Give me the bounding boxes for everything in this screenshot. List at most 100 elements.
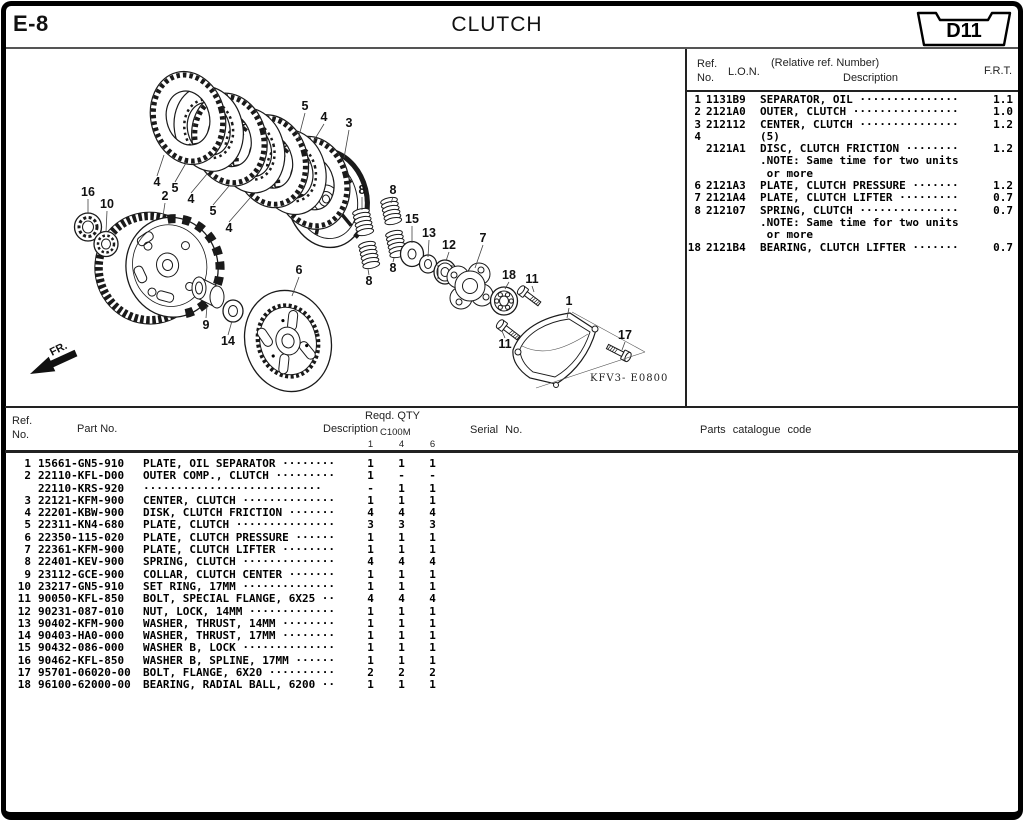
- cell: CENTER, CLUTCH ···············: [760, 118, 959, 131]
- cell: 1: [367, 530, 374, 544]
- callout-6: 6: [296, 263, 303, 277]
- cell: NUT, LOCK, 14MM ·············: [143, 605, 336, 618]
- cell: 4: [367, 506, 374, 520]
- qty-col-6: 6: [429, 439, 436, 450]
- clutch-spring-part8: [358, 240, 381, 270]
- cell: 2: [398, 666, 405, 680]
- cell: PLATE, CLUTCH ···············: [143, 519, 336, 532]
- cell: 1: [367, 616, 374, 630]
- set-ring-part10: [93, 230, 119, 258]
- parts-col-description: Description: [323, 423, 379, 435]
- cell: 22401-KEV-900: [38, 555, 125, 569]
- cell: 1: [398, 493, 405, 507]
- cell: 8: [694, 203, 701, 217]
- cell: 0.7: [993, 203, 1013, 217]
- cell: 11: [17, 592, 31, 606]
- cell: 90403-HA0-000: [38, 629, 125, 643]
- cell: .NOTE: Same time for two units: [760, 155, 959, 168]
- qty-col-1: 1: [367, 439, 374, 450]
- cell: 1: [429, 493, 436, 507]
- cell: 1: [398, 543, 405, 557]
- bearing-part18: [489, 286, 519, 316]
- fr-direction-arrow: FR.: [30, 340, 78, 374]
- cell: 3: [694, 117, 701, 131]
- cell: 1: [398, 457, 405, 470]
- diagram-code: D11: [946, 20, 982, 42]
- callout-11: 11: [498, 337, 511, 351]
- cell: 1: [429, 678, 436, 692]
- cell: (5): [760, 130, 780, 143]
- cell: 22110-KRS-920: [38, 481, 125, 495]
- cell: 22350-115-020: [38, 530, 125, 544]
- cell: 18: [17, 678, 31, 692]
- ref-table-row: or more: [685, 229, 1018, 241]
- callout-10: 10: [100, 197, 114, 211]
- cell: 0.7: [993, 191, 1013, 205]
- callout-9: 9: [203, 318, 210, 332]
- cell: CENTER, CLUTCH ··············: [143, 494, 336, 507]
- cell: WASHER B, LOCK ··············: [143, 642, 336, 655]
- cell: PLATE, CLUTCH LIFTER ········: [143, 544, 336, 557]
- cell: .NOTE: Same time for two units: [760, 216, 959, 229]
- flange-bolt-part17: [604, 341, 633, 364]
- cell: 1: [367, 457, 374, 470]
- diagram-ref-divider: [685, 49, 687, 406]
- callout-13: 13: [422, 226, 436, 240]
- cell: 2: [694, 105, 701, 119]
- callout-5: 5: [302, 99, 309, 113]
- cell: 13: [17, 616, 31, 630]
- cell: 4: [24, 506, 31, 520]
- cell: BOLT, FLANGE, 6X20 ··········: [143, 667, 336, 680]
- cell: 2121A1: [706, 142, 746, 156]
- cell: [985, 217, 1013, 229]
- page-code: E-8: [13, 11, 49, 36]
- cell: 10: [17, 579, 31, 593]
- cell: 212107: [706, 203, 746, 217]
- cell: 1: [398, 678, 405, 692]
- cell: WASHER, THRUST, 14MM ········: [143, 617, 336, 630]
- cell: 9: [24, 567, 31, 581]
- cell: 1: [694, 93, 701, 106]
- cell: 15: [17, 641, 31, 655]
- cell: SPRING, CLUTCH ··············: [143, 556, 336, 569]
- disc-stack-parts4-5: [149, 70, 351, 230]
- cell: 1: [429, 530, 436, 544]
- cell: 2121A4: [706, 191, 746, 205]
- cell: 6: [694, 179, 701, 193]
- cell: 23112-GCE-900: [38, 567, 125, 581]
- cell: 90462-KFL-850: [38, 653, 125, 667]
- callout-1: 1: [566, 294, 573, 308]
- cell: BOLT, SPECIAL FLANGE, 6X25 ··: [143, 593, 336, 606]
- cell: 0.7: [993, 240, 1013, 254]
- callout-11: 11: [525, 272, 538, 286]
- callout-4: 4: [154, 175, 161, 189]
- cell: SET RING, 17MM ··············: [143, 580, 336, 593]
- cell: DISK, CLUTCH FRICTION ·······: [143, 507, 336, 520]
- cell: 14: [17, 629, 31, 643]
- cell: 3: [429, 518, 436, 532]
- washer-part14: [222, 299, 244, 323]
- callout-8: 8: [390, 183, 397, 197]
- cell: 1: [429, 481, 436, 495]
- ref-col-description: Description: [843, 72, 899, 84]
- cell: 1: [398, 604, 405, 618]
- cell: 18: [687, 240, 701, 254]
- cell: 1: [398, 641, 405, 655]
- ref-header-rule: [685, 90, 1018, 92]
- callout-3: 3: [346, 116, 353, 130]
- cell: DISC, CLUTCH FRICTION ········: [760, 143, 959, 156]
- cell: 1: [398, 481, 405, 495]
- cell: 22311-KN4-680: [38, 518, 125, 532]
- cell: -: [429, 469, 436, 483]
- callout-8: 8: [390, 261, 397, 275]
- friction-disc-part4: [149, 70, 227, 166]
